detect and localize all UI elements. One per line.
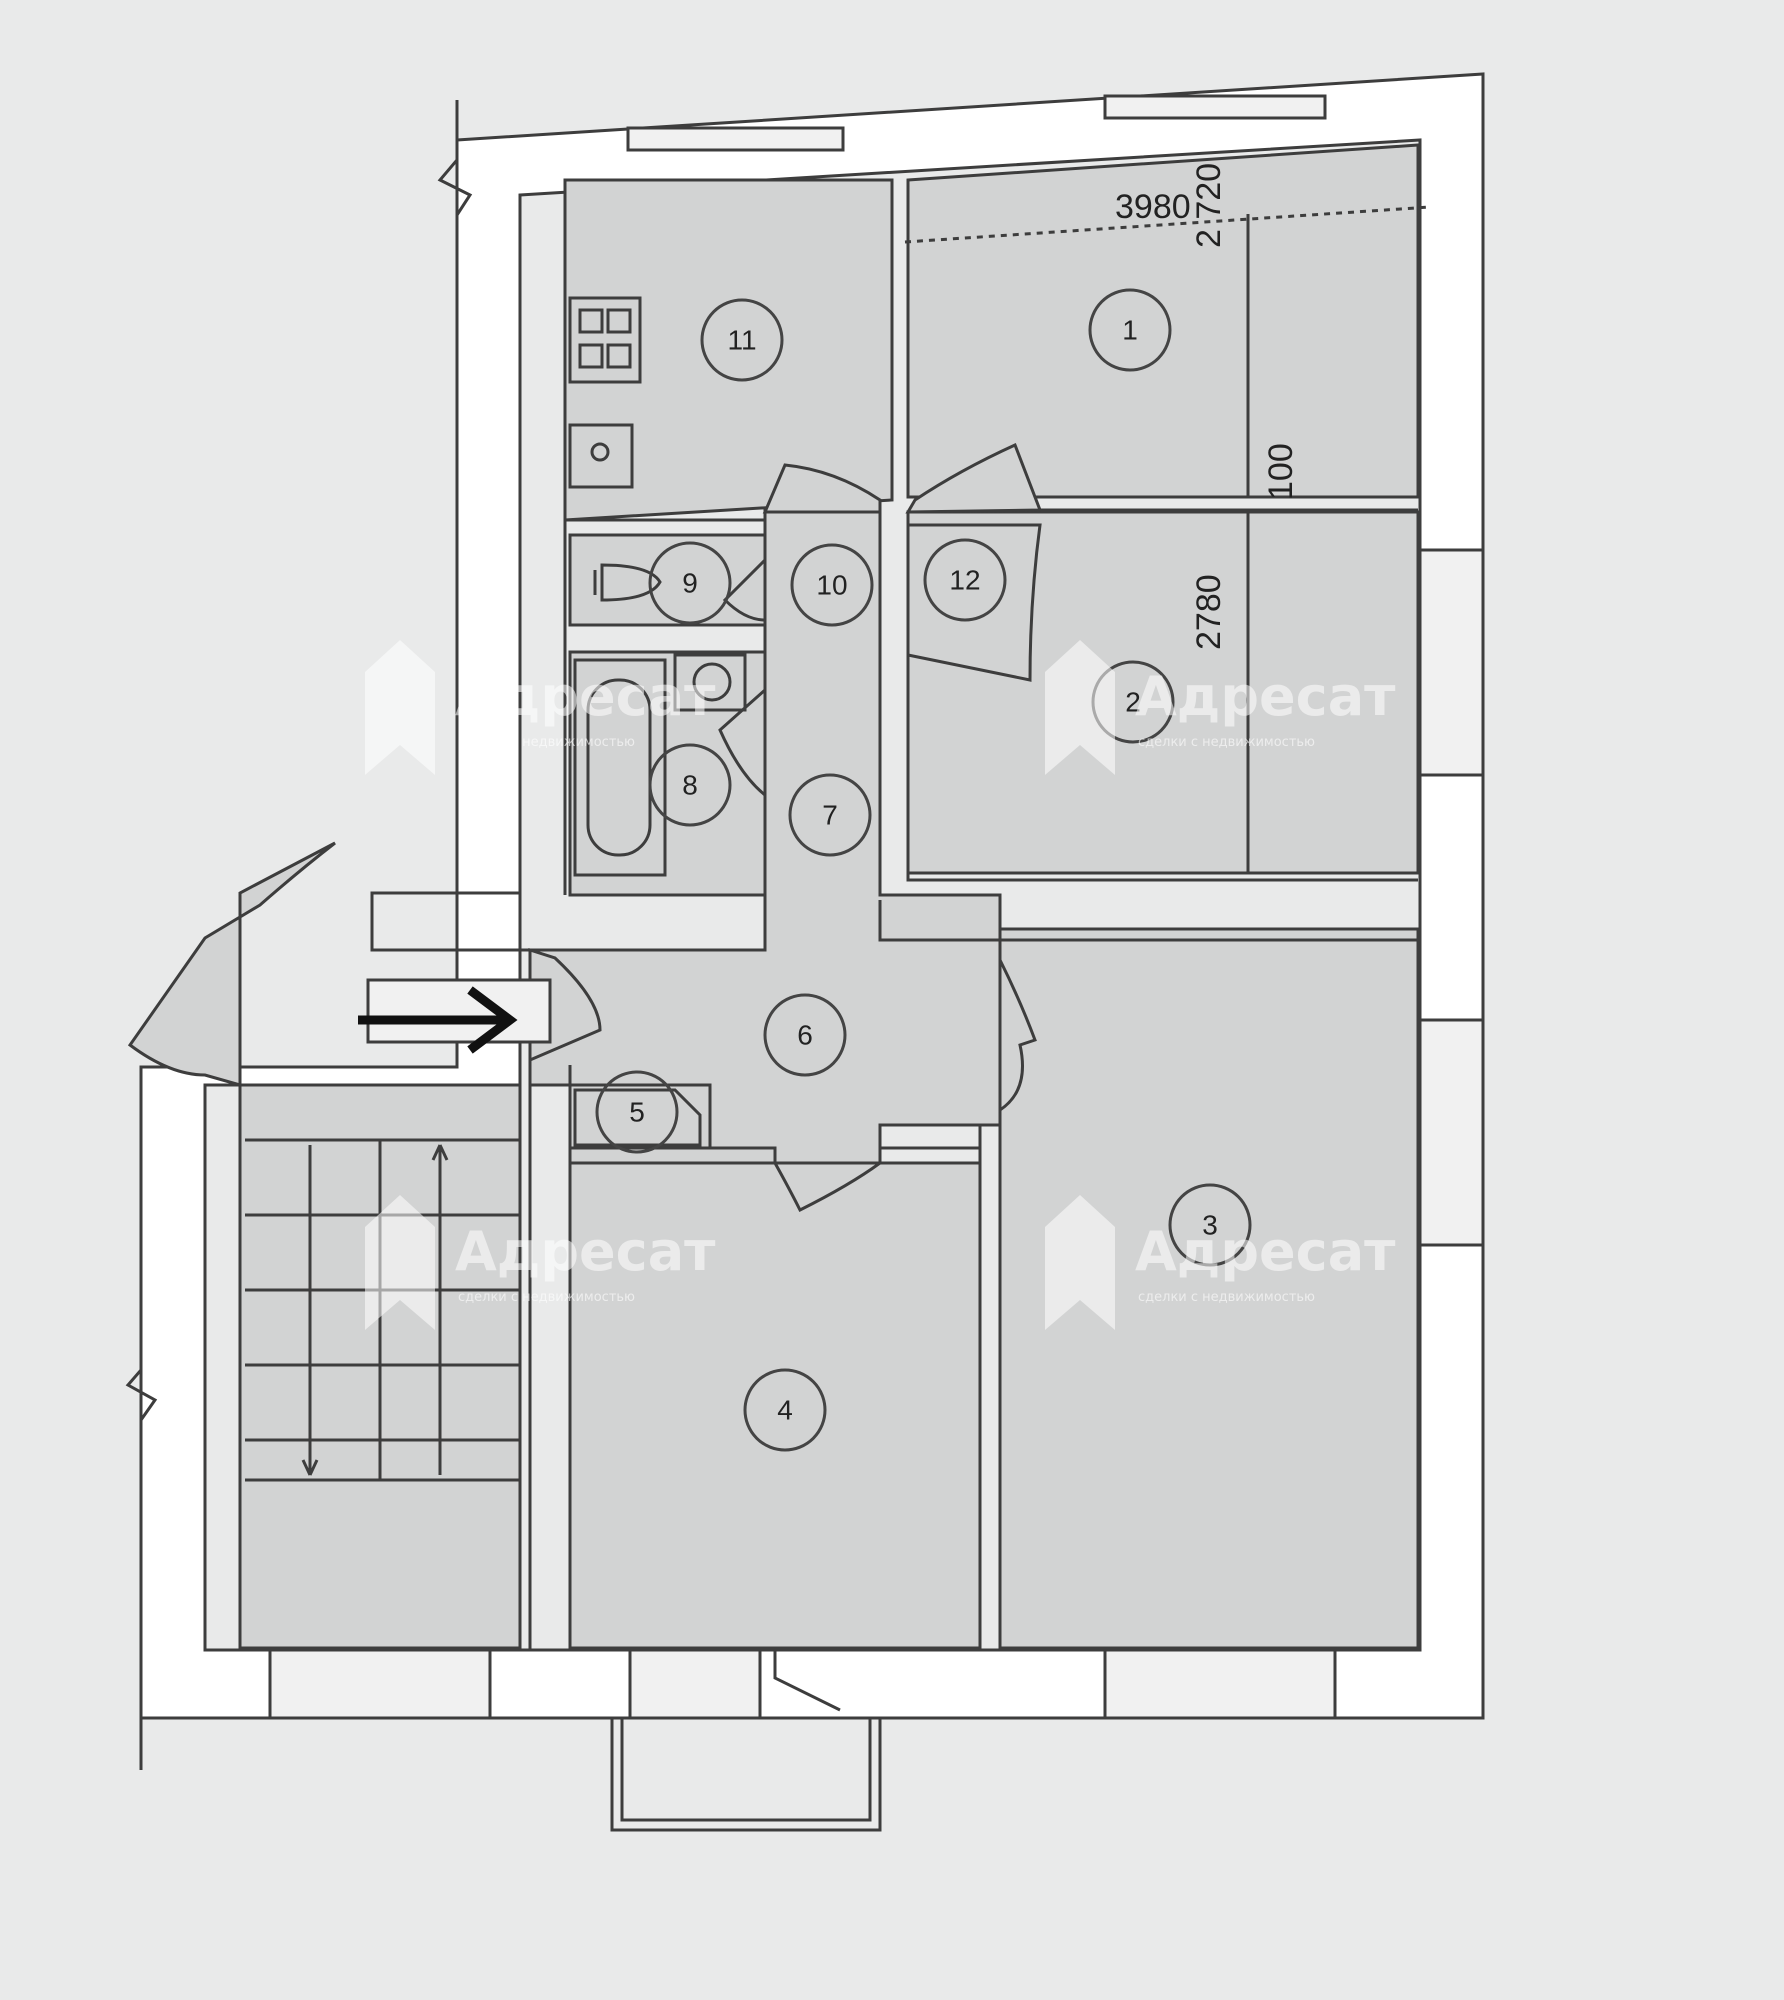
room-label-3: 3 (1168, 1183, 1252, 1267)
wall-break-left (125, 1320, 158, 1770)
entrance-arrow (358, 986, 518, 1054)
window (1418, 1018, 1485, 1247)
room-label-5: 5 (595, 1070, 679, 1154)
wash-basin-bowl (692, 662, 732, 702)
watermark: Адресат сделки с недвижимостью (365, 1195, 716, 1330)
entrance-frame (366, 978, 552, 1044)
watermark: Адресат сделки с недвижимостью (1045, 640, 1396, 775)
watermark: Адресат сделки с недвижимостью (1045, 1195, 1396, 1330)
cabinet-room-5 (573, 1088, 702, 1147)
svg-text:Адресат: Адресат (455, 1220, 716, 1283)
stairwell-door (127, 841, 336, 1087)
door-swing-room-8 (718, 686, 767, 799)
wall-line (878, 900, 1418, 942)
dimension-3980: 3980 (1115, 188, 1191, 226)
balcony (620, 1718, 872, 1822)
svg-text:Адресат: Адресат (1135, 1220, 1396, 1283)
room-label-6: 6 (763, 993, 847, 1077)
dimension-2720: 2 720 (1190, 163, 1228, 248)
kitchen-sink (568, 423, 634, 489)
dimension-100: 100 (1262, 443, 1300, 500)
bathtub-inner (586, 678, 652, 857)
svg-text:8: 8 (682, 770, 698, 801)
svg-text:7: 7 (822, 800, 838, 831)
wall-line (570, 1146, 777, 1165)
svg-text:6: 6 (797, 1020, 813, 1051)
svg-text:сделки с недвижимостью: сделки с недвижимостью (1138, 1290, 1315, 1305)
dimension-2780: 2780 (1190, 574, 1228, 650)
balcony (610, 1718, 882, 1832)
window (1103, 94, 1327, 120)
room-label-4: 4 (743, 1368, 827, 1452)
window (628, 1648, 762, 1720)
svg-text:сделки с недвижимостью: сделки с недвижимостью (1138, 735, 1315, 750)
svg-text:10: 10 (816, 570, 847, 601)
wash-basin (673, 653, 747, 712)
door-swing-room-3 (998, 959, 1037, 1113)
svg-text:3: 3 (1202, 1210, 1218, 1241)
window (626, 126, 845, 152)
bathtub (573, 658, 667, 877)
wall-break-top (437, 100, 473, 280)
stove-burner (606, 343, 632, 369)
wall-line (570, 623, 767, 654)
svg-text:сделки с недвижимостью: сделки с недвижимостью (458, 1290, 635, 1305)
room-label-12: 12 (923, 538, 1007, 622)
door-swing-room-2 (906, 523, 1042, 682)
stove-burner (578, 343, 604, 369)
svg-text:5: 5 (629, 1097, 645, 1128)
room-label-7: 7 (788, 773, 872, 857)
toilet (593, 563, 662, 602)
room-label-9: 9 (648, 541, 732, 625)
room-label-10: 10 (790, 543, 874, 627)
svg-text:Адресат: Адресат (1135, 665, 1396, 728)
svg-text:11: 11 (727, 325, 756, 356)
door-swing-room-12 (905, 442, 1043, 514)
stove (568, 296, 642, 384)
svg-text:2: 2 (1125, 687, 1141, 718)
room-label-1: 1 (1088, 288, 1172, 372)
wall-line (370, 195, 767, 952)
window (1103, 1648, 1337, 1720)
watermark: Адресат сделки с недвижимостью (365, 640, 716, 775)
svg-text:сделки с недвижимостью: сделки с недвижимостью (458, 735, 635, 750)
room-label-11: 11 (700, 298, 784, 382)
balcony-door (773, 1650, 841, 1712)
dimension-line-3980 (904, 205, 1431, 244)
room-label-8: 8 (648, 743, 732, 827)
door-swing-room-10 (762, 463, 882, 514)
svg-text:12: 12 (949, 565, 980, 596)
door-swing-room-4 (772, 1161, 885, 1213)
svg-text:1: 1 (1122, 315, 1138, 346)
sink-drain (590, 442, 610, 462)
svg-text:4: 4 (777, 1395, 793, 1426)
svg-text:Адресат: Адресат (455, 665, 716, 728)
wall-line (906, 655, 1418, 882)
stove-burner (578, 308, 604, 334)
window (268, 1648, 492, 1720)
window (1418, 548, 1485, 777)
stove-burner (606, 308, 632, 334)
svg-text:9: 9 (682, 568, 698, 599)
